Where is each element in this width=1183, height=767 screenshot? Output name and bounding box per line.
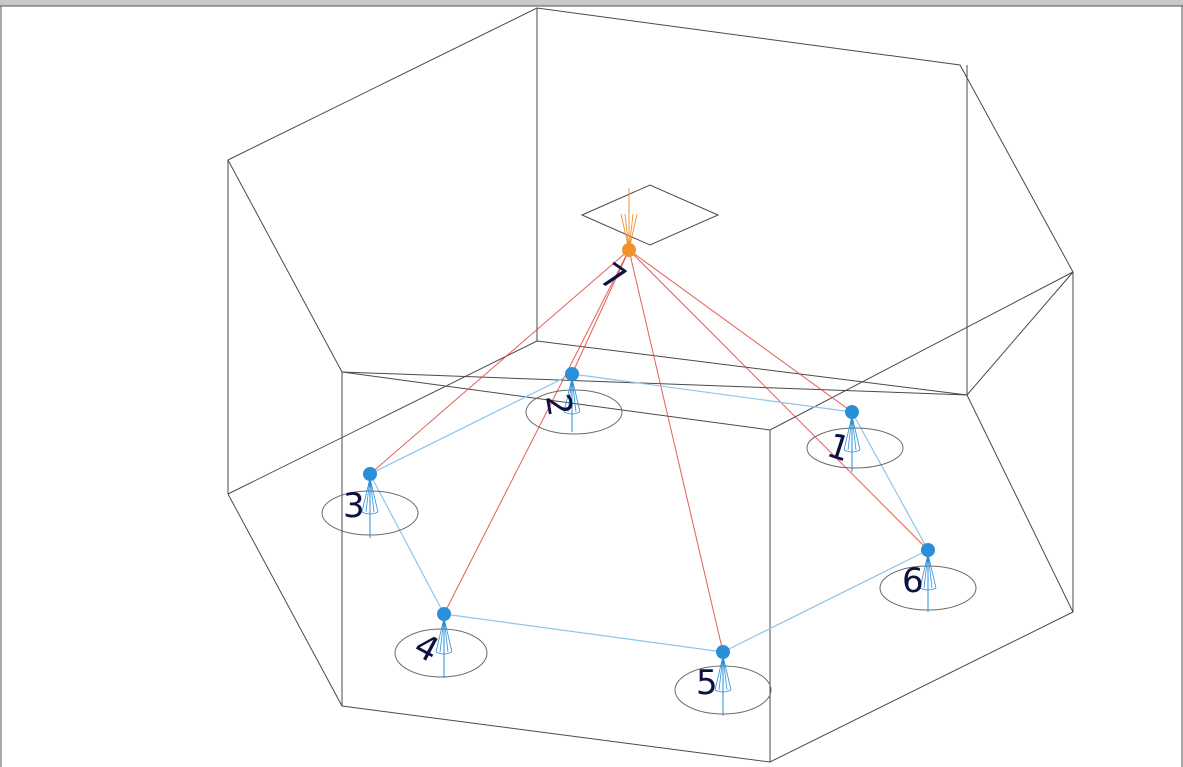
node-1[interactable]: 1 (806, 405, 904, 472)
node-coverage-ring (806, 427, 904, 469)
link-7-5 (628, 249, 724, 653)
node-label: 4 (408, 626, 446, 671)
room-top-hexagon (227, 7, 1074, 396)
node-label: 3 (343, 486, 365, 526)
link-7-1 (628, 249, 853, 413)
antenna-cone-icon (563, 377, 581, 415)
access-point-label: 7 (592, 255, 633, 300)
node-coverage-ring (394, 628, 488, 678)
link-6-5 (722, 549, 929, 653)
antenna-cone-icon (843, 415, 861, 453)
node-label: 1 (822, 426, 855, 471)
node-ball-icon (845, 405, 859, 419)
node-2[interactable]: 2 (525, 367, 623, 435)
node-ball-icon (437, 607, 451, 621)
link-7-3 (369, 249, 630, 475)
link-2-1 (571, 373, 853, 413)
ceiling-access-point-icon (620, 213, 638, 251)
access-point-ball-icon (622, 243, 636, 257)
top-bar (0, 0, 1183, 6)
node-ball-icon (716, 645, 730, 659)
antenna-cone-icon (714, 655, 732, 693)
antenna-cone-icon (435, 617, 453, 655)
node-ball-icon (363, 467, 377, 481)
link-7-6 (628, 249, 929, 551)
node-label: 6 (902, 561, 924, 601)
room-front-top-edge (341, 371, 771, 431)
room-bottom-hexagon (227, 340, 1074, 763)
node-coverage-ring (525, 389, 623, 435)
link-3-2 (369, 373, 573, 475)
node-5[interactable]: 5 (674, 645, 772, 716)
node-ball-icon (921, 543, 935, 557)
ring-links (369, 373, 929, 653)
node-3[interactable]: 3 (321, 467, 419, 538)
antenna-cone-icon (919, 553, 937, 591)
node-label: 5 (696, 663, 718, 703)
node-6[interactable]: 6 (879, 543, 977, 612)
ceiling-plate (580, 184, 720, 246)
room-wireframe (227, 7, 1074, 763)
antenna-cone-icon (361, 477, 379, 515)
access-point-links (369, 249, 929, 653)
room-front-top-edge (769, 271, 1074, 431)
access-point-mount (580, 184, 720, 248)
link-5-4 (443, 613, 724, 653)
link-4-3 (369, 473, 445, 615)
link-7-2 (571, 249, 630, 375)
link-7-4 (443, 249, 630, 615)
node-ball-icon (565, 367, 579, 381)
link-1-6 (851, 411, 929, 551)
